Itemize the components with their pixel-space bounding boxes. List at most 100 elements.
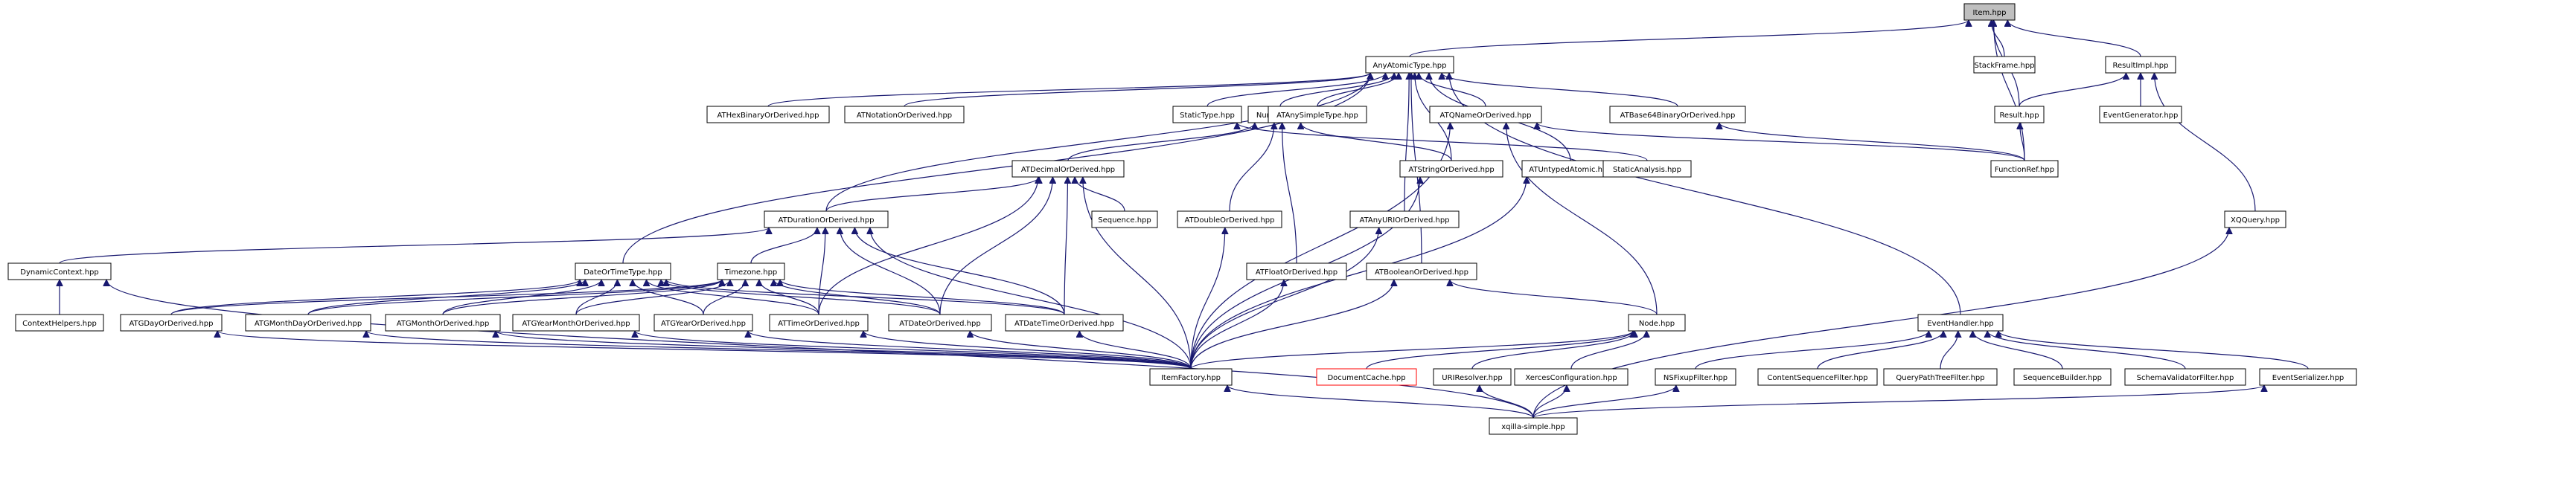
file-node-box bbox=[717, 262, 785, 280]
file-node-stackframe[interactable]: StackFrame.hpp bbox=[1973, 56, 2036, 74]
file-node-atdatetime[interactable]: ATDateTimeOrDerived.hpp bbox=[1005, 314, 1124, 332]
file-node-box bbox=[1917, 314, 2004, 332]
file-node-box bbox=[512, 314, 640, 332]
file-node-schemavalidatorfilter[interactable]: SchemaValidatorFilter.hpp bbox=[2124, 368, 2246, 386]
file-node-xercesconfiguration[interactable]: XercesConfiguration.hpp bbox=[1514, 368, 1629, 386]
file-node-atgyear[interactable]: ATGYearOrDerived.hpp bbox=[653, 314, 753, 332]
edge-atfloat-to-numeric bbox=[1282, 123, 1297, 264]
edge-documentcache-to-node bbox=[1366, 330, 1633, 370]
file-node-box bbox=[1349, 210, 1460, 228]
file-node-label: NSFixupFilter.hpp bbox=[1663, 374, 1728, 382]
edge-result-to-resultimpl bbox=[2019, 72, 2126, 107]
file-node-label: ATGMonthDayOrDerived.hpp bbox=[255, 320, 362, 328]
file-node-dynamiccontext[interactable]: DynamicContext.hpp bbox=[7, 262, 112, 280]
edge-eventserializer-to-eventhandler bbox=[1998, 330, 2309, 370]
file-node-label: ATGYearOrDerived.hpp bbox=[661, 320, 746, 328]
file-node-box bbox=[1963, 3, 2016, 21]
edge-xqillasimple-to-eventserializer bbox=[1533, 384, 2264, 419]
file-node-label: ContentSequenceFilter.hpp bbox=[1767, 374, 1867, 382]
file-node-atdouble[interactable]: ATDoubleOrDerived.hpp bbox=[1177, 210, 1282, 228]
file-node-label: StaticAnalysis.hpp bbox=[1613, 166, 1681, 174]
file-node-atdate[interactable]: ATDateOrDerived.hpp bbox=[888, 314, 992, 332]
file-node-querypathtreefilter[interactable]: QueryPathTreeFilter.hpp bbox=[1883, 368, 1998, 386]
file-node-result[interactable]: Result.hpp bbox=[1994, 106, 2045, 123]
file-node-resultimpl[interactable]: ResultImpl.hpp bbox=[2105, 56, 2176, 74]
file-node-box bbox=[1429, 106, 1542, 123]
file-node-box bbox=[1757, 368, 1878, 386]
file-node-contexthelpers[interactable]: ContextHelpers.hpp bbox=[15, 314, 104, 332]
file-node-atbase64binary[interactable]: ATBase64BinaryOrDerived.hpp bbox=[1609, 106, 1746, 123]
file-node-label: Node.hpp bbox=[1639, 320, 1675, 328]
edge-sequencebuilder-to-eventhandler bbox=[1972, 330, 2063, 370]
edge-atgyear-to-timezone bbox=[703, 279, 745, 315]
edge-itemfactory-to-atuntypedatomic bbox=[1190, 177, 1527, 370]
file-node-atgmonthday[interactable]: ATGMonthDayOrDerived.hpp bbox=[245, 314, 371, 332]
file-node-item[interactable]: Item.hpp bbox=[1963, 3, 2016, 21]
edge-xercesconfiguration-to-node bbox=[1570, 330, 1646, 370]
edge-dynamiccontext-to-atduration bbox=[59, 227, 769, 264]
file-node-contentsequencefilter[interactable]: ContentSequenceFilter.hpp bbox=[1757, 368, 1878, 386]
file-node-box bbox=[1172, 106, 1242, 123]
file-node-box bbox=[2105, 56, 2176, 74]
edge-dateortimetype-to-anyatomictype bbox=[622, 73, 1370, 264]
file-node-atboolean[interactable]: ATBooleanOrDerived.hpp bbox=[1366, 262, 1477, 280]
edge-atanyuri-to-anyatomictype bbox=[1404, 73, 1409, 212]
file-node-atfloat[interactable]: ATFloatOrDerived.hpp bbox=[1246, 262, 1347, 280]
file-node-anyatomictype[interactable]: AnyAtomicType.hpp bbox=[1365, 56, 1454, 74]
file-node-box bbox=[120, 314, 223, 332]
file-node-documentcache[interactable]: DocumentCache.hpp bbox=[1316, 368, 1417, 386]
edge-attime-to-atdecimal bbox=[818, 177, 1038, 315]
file-node-statictype[interactable]: StaticType.hpp bbox=[1172, 106, 1242, 123]
file-node-sequence[interactable]: Sequence.hpp bbox=[1091, 210, 1158, 228]
file-node-box bbox=[1316, 368, 1417, 386]
file-node-atstring[interactable]: ATStringOrDerived.hpp bbox=[1399, 160, 1503, 178]
file-node-athexbinary[interactable]: ATHexBinaryOrDerived.hpp bbox=[706, 106, 830, 123]
file-node-uriresolver[interactable]: URIResolver.hpp bbox=[1433, 368, 1512, 386]
edge-itemfactory-to-atgyearmonth bbox=[635, 330, 1192, 370]
file-node-atgyearmonth[interactable]: ATGYearMonthOrDerived.hpp bbox=[512, 314, 640, 332]
edge-timezone-to-atduration bbox=[750, 227, 817, 264]
file-node-box bbox=[2124, 368, 2246, 386]
file-node-nsfixupfilter[interactable]: NSFixupFilter.hpp bbox=[1655, 368, 1736, 386]
edge-atduration-to-atdecimal bbox=[825, 176, 1039, 212]
file-node-eventserializer[interactable]: EventSerializer.hpp bbox=[2259, 368, 2357, 386]
file-node-xqquery[interactable]: XQQuery.hpp bbox=[2224, 210, 2286, 228]
edge-atduration-to-anyatomictype bbox=[825, 73, 1370, 212]
file-node-atgday[interactable]: ATGDayOrDerived.hpp bbox=[120, 314, 223, 332]
file-node-box bbox=[888, 314, 992, 332]
edge-itemfactory-to-atgmonthday bbox=[366, 330, 1192, 370]
file-node-label: ATDoubleOrDerived.hpp bbox=[1185, 216, 1275, 225]
file-node-sequencebuilder[interactable]: SequenceBuilder.hpp bbox=[2013, 368, 2112, 386]
file-node-label: ATBase64BinaryOrDerived.hpp bbox=[1620, 112, 1736, 120]
file-node-xqillasimple[interactable]: xqilla-simple.hpp bbox=[1489, 417, 1578, 435]
file-node-atanyuri[interactable]: ATAnyURIOrDerived.hpp bbox=[1349, 210, 1460, 228]
file-node-atduration[interactable]: ATDurationOrDerived.hpp bbox=[764, 210, 889, 228]
file-node-attime[interactable]: ATTimeOrDerived.hpp bbox=[769, 314, 869, 332]
edge-itemfactory-to-atanyuri bbox=[1190, 228, 1379, 370]
file-node-itemfactory[interactable]: ItemFactory.hpp bbox=[1149, 368, 1233, 386]
edge-xqillasimple-to-itemfactory bbox=[1227, 384, 1534, 419]
file-node-box bbox=[15, 314, 104, 332]
file-node-atdecimal[interactable]: ATDecimalOrDerived.hpp bbox=[1011, 160, 1125, 178]
file-node-box bbox=[1268, 106, 1367, 123]
file-node-eventhandler[interactable]: EventHandler.hpp bbox=[1917, 314, 2004, 332]
file-node-atnotation[interactable]: ATNotationOrDerived.hpp bbox=[844, 106, 965, 123]
file-node-eventgenerator[interactable]: EventGenerator.hpp bbox=[2099, 106, 2182, 123]
file-node-node[interactable]: Node.hpp bbox=[1628, 314, 1686, 332]
file-node-functionref[interactable]: FunctionRef.hpp bbox=[1990, 160, 2059, 178]
edge-itemfactory-to-atboolean bbox=[1190, 280, 1394, 370]
file-node-label: Result.hpp bbox=[1999, 112, 2039, 120]
file-node-atgmonth[interactable]: ATGMonthOrDerived.hpp bbox=[385, 314, 501, 332]
edge-statictype-to-anyatomictype bbox=[1206, 72, 1385, 107]
file-node-atqname[interactable]: ATQNameOrDerived.hpp bbox=[1429, 106, 1542, 123]
file-node-staticanalysis[interactable]: StaticAnalysis.hpp bbox=[1602, 160, 1692, 178]
file-node-atanysimpletype[interactable]: ATAnySimpleType.hpp bbox=[1268, 106, 1367, 123]
edge-atdatetime-to-atduration bbox=[854, 228, 1065, 315]
file-node-dateortimetype[interactable]: DateOrTimeType.hpp bbox=[575, 262, 671, 280]
file-node-label: ATDateTimeOrDerived.hpp bbox=[1014, 320, 1114, 328]
file-node-label: ATStringOrDerived.hpp bbox=[1408, 166, 1494, 174]
file-node-timezone[interactable]: Timezone.hpp bbox=[717, 262, 785, 280]
file-node-box bbox=[764, 210, 889, 228]
file-node-atuntypedatomic[interactable]: ATUntypedAtomic.hpp bbox=[1521, 160, 1620, 178]
file-node-box bbox=[1365, 56, 1454, 74]
